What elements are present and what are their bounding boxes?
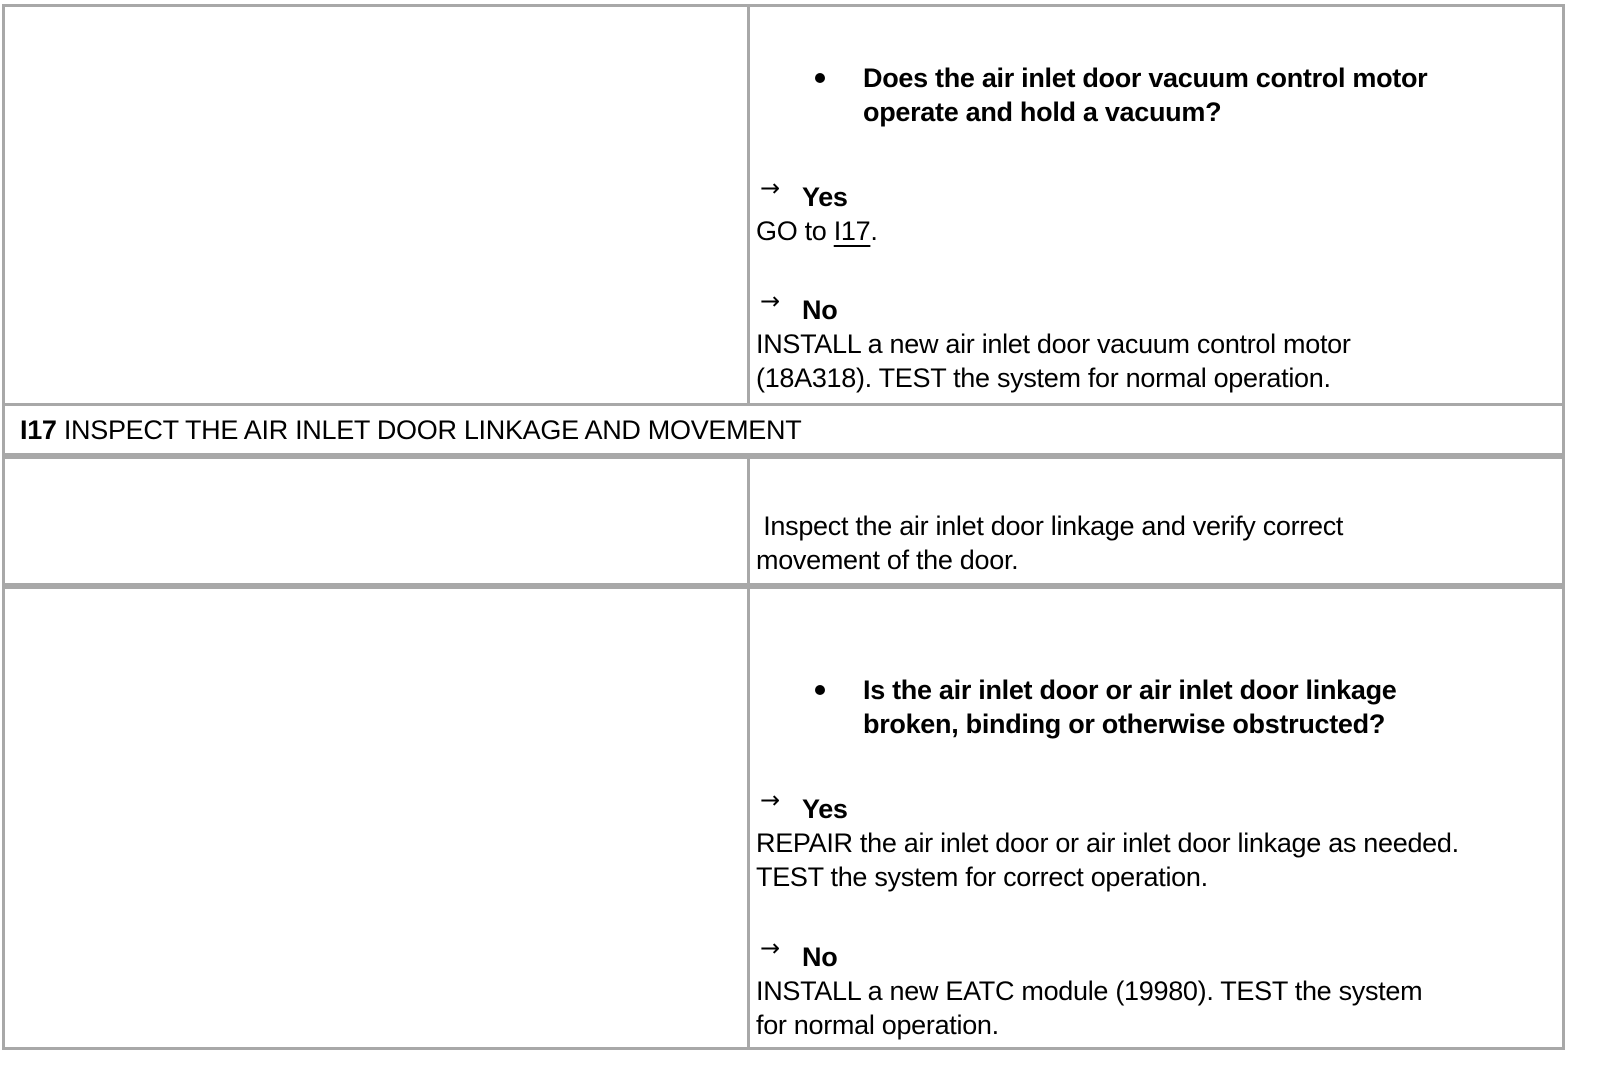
step-header-cell [2, 403, 1565, 456]
yes-label: Yes [802, 182, 848, 212]
step-i17-link[interactable]: I17 [833, 216, 871, 246]
row1-left-cell [2, 4, 750, 406]
bullet-icon [815, 685, 825, 695]
no-action-line-2: for normal operation. [756, 1010, 999, 1040]
no-label: No [802, 295, 838, 325]
right-arrow-icon: → [760, 786, 781, 814]
no-action-line-2: (18A318). TEST the system for normal ope… [756, 363, 1331, 393]
bullet-icon [815, 73, 825, 83]
step-title: INSPECT THE AIR INLET DOOR LINKAGE AND M… [56, 415, 802, 445]
instruction-line-1: Inspect the air inlet door linkage and v… [756, 511, 1344, 541]
no-action-line-1: INSTALL a new EATC module (19980). TEST … [756, 976, 1423, 1006]
row2-left-cell [2, 456, 750, 586]
question-line-2: operate and hold a vacuum? [863, 97, 1222, 127]
no-action-line-1: INSTALL a new air inlet door vacuum cont… [756, 329, 1351, 359]
question-line-1: Is the air inlet door or air inlet door … [863, 675, 1397, 705]
right-arrow-icon: → [760, 934, 781, 962]
row3-left-cell [2, 586, 750, 1050]
no-label: No [802, 942, 838, 972]
row2-right-cell [747, 456, 1565, 586]
yes-action: GO to I17. [756, 214, 878, 248]
row1-right-cell [747, 4, 1565, 406]
yes-action-prefix: GO to [756, 216, 834, 246]
instruction-line-2: movement of the door. [756, 545, 1019, 575]
yes-action-suffix: . [870, 216, 878, 246]
row3-right-cell [747, 586, 1565, 1050]
yes-action-line-1: REPAIR the air inlet door or air inlet d… [756, 828, 1459, 858]
right-arrow-icon: → [760, 174, 781, 202]
yes-action-line-2: TEST the system for correct operation. [756, 862, 1208, 892]
question-line-1: Does the air inlet door vacuum control m… [863, 63, 1428, 93]
right-arrow-icon: → [760, 287, 781, 315]
step-id: I17 [20, 415, 57, 445]
question-line-2: broken, binding or otherwise obstructed? [863, 709, 1386, 739]
step-header: I17 INSPECT THE AIR INLET DOOR LINKAGE A… [20, 413, 802, 447]
yes-label: Yes [802, 794, 848, 824]
